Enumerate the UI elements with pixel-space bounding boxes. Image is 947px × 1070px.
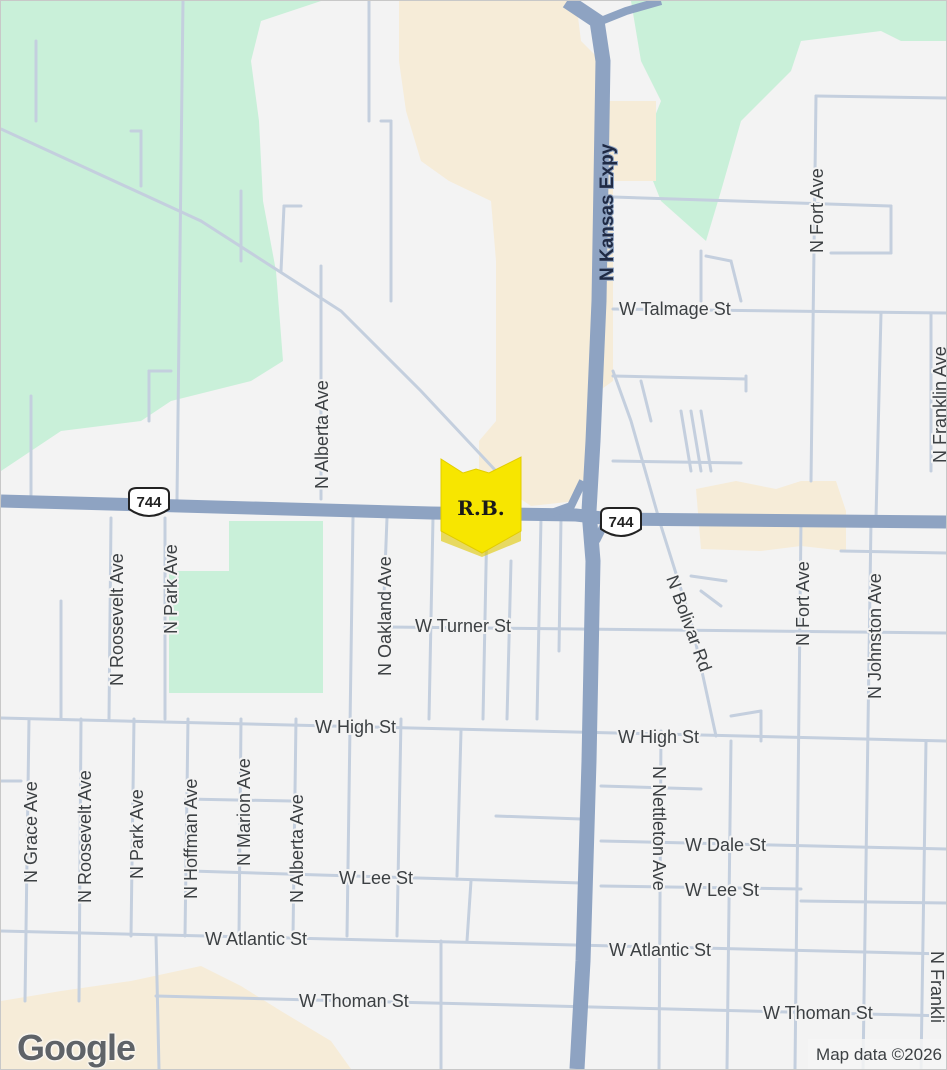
street-label-n-franklin-ave-2: N Frankli	[927, 951, 946, 1023]
google-logo[interactable]: Google	[17, 1027, 136, 1068]
street-label-w-atlantic-st-2: W Atlantic St	[609, 940, 711, 960]
street-label-n-oakland-ave: N Oakland Ave	[375, 556, 395, 676]
route-744-road	[1, 494, 946, 529]
park-northeast	[631, 1, 946, 241]
map-marker-label: R.B.	[457, 496, 504, 520]
street-label-n-nettleton-ave: N Nettleton Ave	[649, 766, 669, 891]
kansas-expy-road	[562, 1, 611, 1069]
commercial-south	[1, 966, 351, 1069]
street-label-n-park-ave-1: N Park Ave	[161, 544, 181, 634]
street-label-n-fort-ave-1: N Fort Ave	[807, 168, 827, 253]
street-label-n-johnston-ave: N Johnston Ave	[865, 573, 885, 699]
street-label-w-dale-st: W Dale St	[685, 835, 766, 855]
street-label-n-park-ave-2: N Park Ave	[127, 789, 147, 879]
street-label-n-bolivar-rd: N Bolivar Rd	[662, 573, 715, 675]
interchange-ramp-1	[544, 479, 587, 519]
map-attribution[interactable]: Map data ©2026	[808, 1039, 946, 1069]
street-label-w-thoman-st-1: W Thoman St	[299, 991, 409, 1011]
kansas-expy-label: N Kansas Expy	[597, 143, 618, 281]
street-label-n-alberta-ave-2: N Alberta Ave	[287, 794, 307, 903]
route-shield-west: 744	[128, 487, 170, 517]
street-label-n-franklin-ave-1: N Franklin Ave	[930, 346, 946, 463]
street-label-w-thoman-st-2: W Thoman St	[763, 1003, 873, 1023]
park-southwest	[169, 521, 323, 693]
street-label-n-alberta-ave-1: N Alberta Ave	[312, 380, 332, 489]
route-shield-east: 744	[600, 507, 642, 537]
street-label-n-roosevelt-ave-2: N Roosevelt Ave	[75, 770, 95, 903]
street-label-n-fort-ave-2: N Fort Ave	[793, 561, 813, 646]
street-label-w-atlantic-st-1: W Atlantic St	[205, 929, 307, 949]
street-label-w-high-st-2: W High St	[618, 727, 699, 747]
street-label-n-hoffman-ave: N Hoffman Ave	[181, 779, 201, 899]
street-label-n-marion-ave: N Marion Ave	[234, 758, 254, 866]
street-label-n-grace-ave: N Grace Ave	[21, 781, 41, 883]
street-label-w-turner-st: W Turner St	[415, 616, 511, 636]
park-areas	[1, 1, 946, 693]
route-shield-east-label: 744	[608, 514, 634, 531]
street-label-n-roosevelt-ave-1: N Roosevelt Ave	[107, 553, 127, 686]
street-label-w-lee-st-1: W Lee St	[339, 868, 413, 888]
map-marker[interactable]: R.B.	[440, 456, 522, 557]
park-northwest	[1, 1, 321, 471]
street-label-w-lee-st-2: W Lee St	[685, 880, 759, 900]
kansas-expy-ramp	[599, 1, 663, 25]
street-label-w-high-st-1: W High St	[315, 717, 396, 737]
route-shield-west-label: 744	[136, 494, 162, 511]
street-label-w-talmage-st: W Talmage St	[619, 299, 731, 319]
